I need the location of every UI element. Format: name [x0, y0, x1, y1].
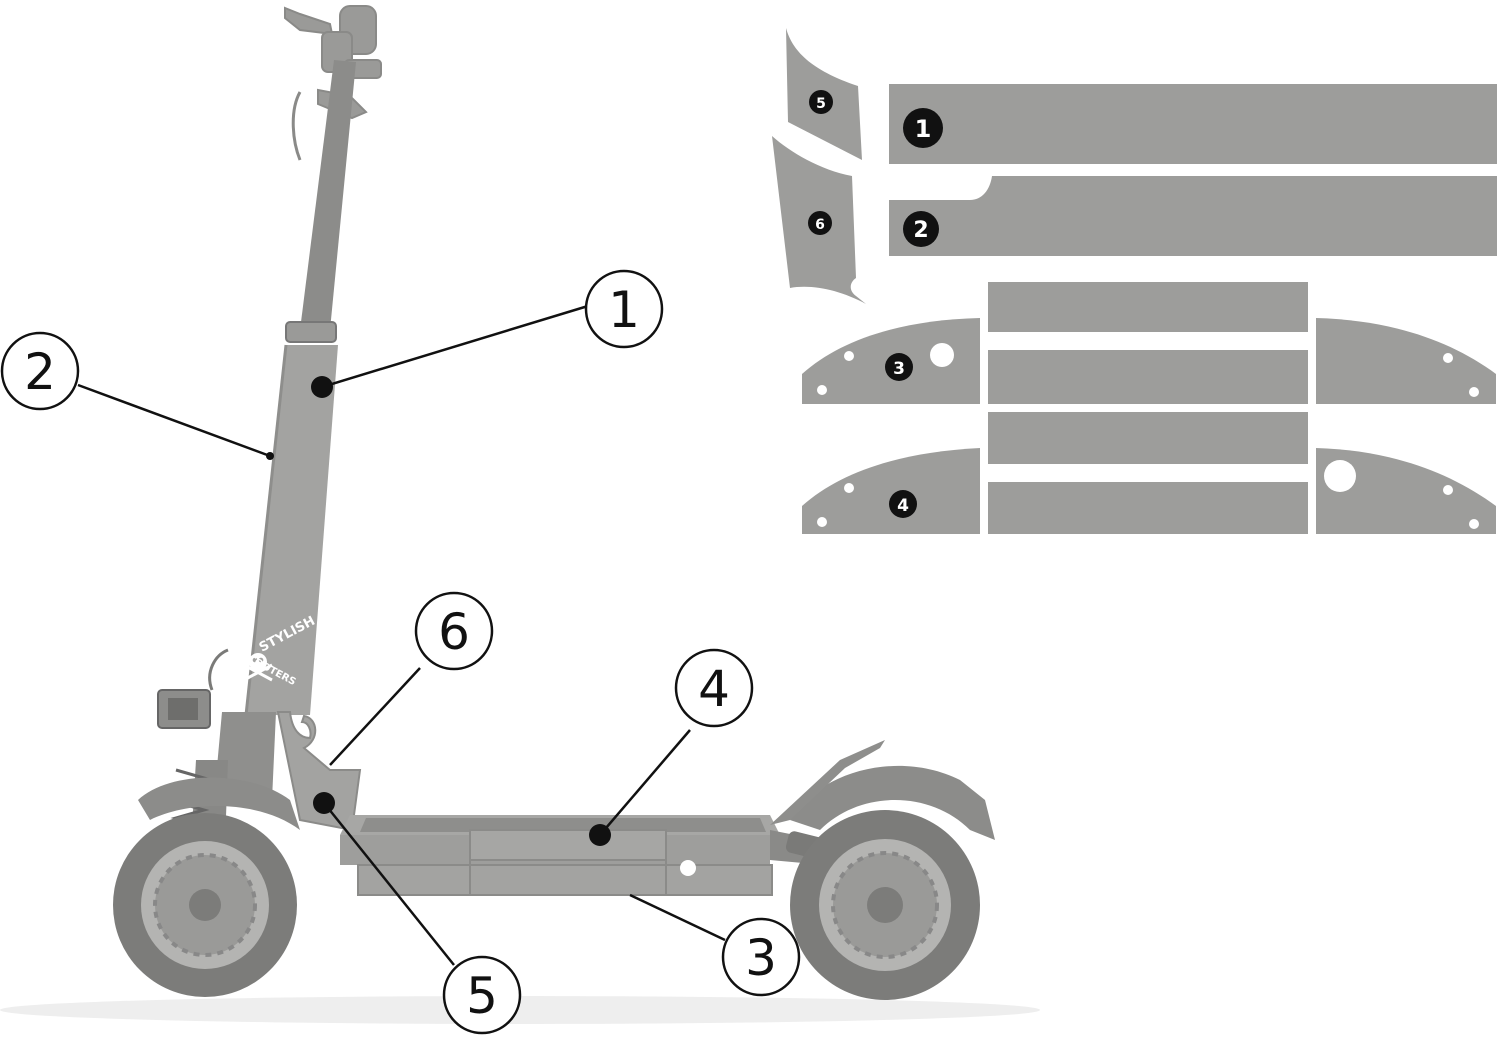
leader-line-2 — [77, 383, 271, 458]
rear-wheel — [790, 810, 980, 1000]
anchor-dot-4 — [589, 824, 611, 846]
callout-4: 4 — [674, 648, 754, 728]
rear-fender — [790, 765, 995, 840]
leader-line-5 — [323, 802, 455, 966]
steering-column — [300, 60, 356, 330]
ground-shadow — [0, 996, 1040, 1024]
sticker-badge-6-label: 6 — [815, 217, 825, 233]
sticker-piece-4-bottom — [988, 482, 1308, 534]
leader-line-6 — [329, 667, 421, 766]
sticker-badge-3-label: 3 — [893, 359, 905, 379]
callout-2: 2 — [0, 331, 80, 411]
skull-icon — [249, 653, 267, 671]
front-fender — [138, 777, 300, 830]
sticker-badge-1-label: 1 — [915, 115, 932, 143]
sticker-piece-3-top — [988, 282, 1308, 332]
stem-tube — [246, 345, 338, 715]
leader-line-4 — [599, 729, 691, 836]
sticker-piece-4-right — [1316, 448, 1496, 534]
sticker-badge-5: 5 — [809, 90, 833, 114]
callout-2-label: 2 — [24, 343, 56, 401]
clamp — [285, 321, 337, 343]
hook-bracket — [276, 711, 362, 832]
scooter-illustration: STYLISH SCOOTERS — [0, 5, 1040, 1024]
anchor-dots — [266, 376, 611, 846]
sticker-badge-4-label: 4 — [897, 496, 909, 516]
sticker-badge-3: 3 — [885, 353, 913, 381]
sticker-piece-4-left — [802, 448, 980, 534]
callout-3-label: 3 — [745, 929, 777, 987]
callout-1: 1 — [584, 269, 664, 349]
sticker-holes — [817, 343, 1479, 529]
sticker-badge-2-label: 2 — [913, 218, 928, 243]
leader-line-3 — [629, 893, 726, 942]
leader-line-1 — [321, 304, 589, 389]
sticker-piece-3-right — [1316, 318, 1496, 404]
callout-6: 6 — [414, 591, 494, 671]
callout-6-label: 6 — [438, 603, 470, 661]
sticker-piece-4-top — [988, 412, 1308, 464]
rear-rack — [770, 740, 885, 825]
callout-1-label: 1 — [608, 281, 640, 339]
sticker-badge-4: 4 — [889, 490, 917, 518]
neck-plate — [214, 712, 276, 800]
callout-5-label: 5 — [466, 967, 498, 1025]
stem-edge — [244, 344, 288, 716]
sticker-piece-2 — [889, 176, 1497, 256]
anchor-dot-2 — [266, 452, 274, 460]
deck-bottom — [357, 864, 773, 896]
sticker-badge-5-label: 5 — [816, 96, 826, 112]
battery-box — [469, 829, 667, 861]
sticker-badge-6: 6 — [808, 211, 832, 235]
sticker-badge-2: 2 — [903, 211, 939, 247]
anchor-dot-1 — [311, 376, 333, 398]
deck-logo-icon — [680, 860, 696, 876]
sticker-badge-1: 1 — [903, 108, 943, 148]
deck-grip — [360, 818, 766, 832]
sticker-piece-3-bottom — [988, 350, 1308, 404]
callouts: 1 2 6 4 3 5 — [0, 269, 801, 1035]
front-wheel — [113, 813, 297, 997]
callout-5: 5 — [442, 955, 522, 1035]
sticker-sheet — [772, 28, 1497, 534]
callout-4-label: 4 — [698, 660, 730, 718]
leader-lines — [77, 304, 726, 966]
sticker-badges: 1 2 3 4 5 6 — [808, 90, 943, 518]
sticker-piece-1 — [889, 84, 1497, 164]
anchor-dot-5 — [313, 792, 335, 814]
callout-3: 3 — [721, 917, 801, 997]
